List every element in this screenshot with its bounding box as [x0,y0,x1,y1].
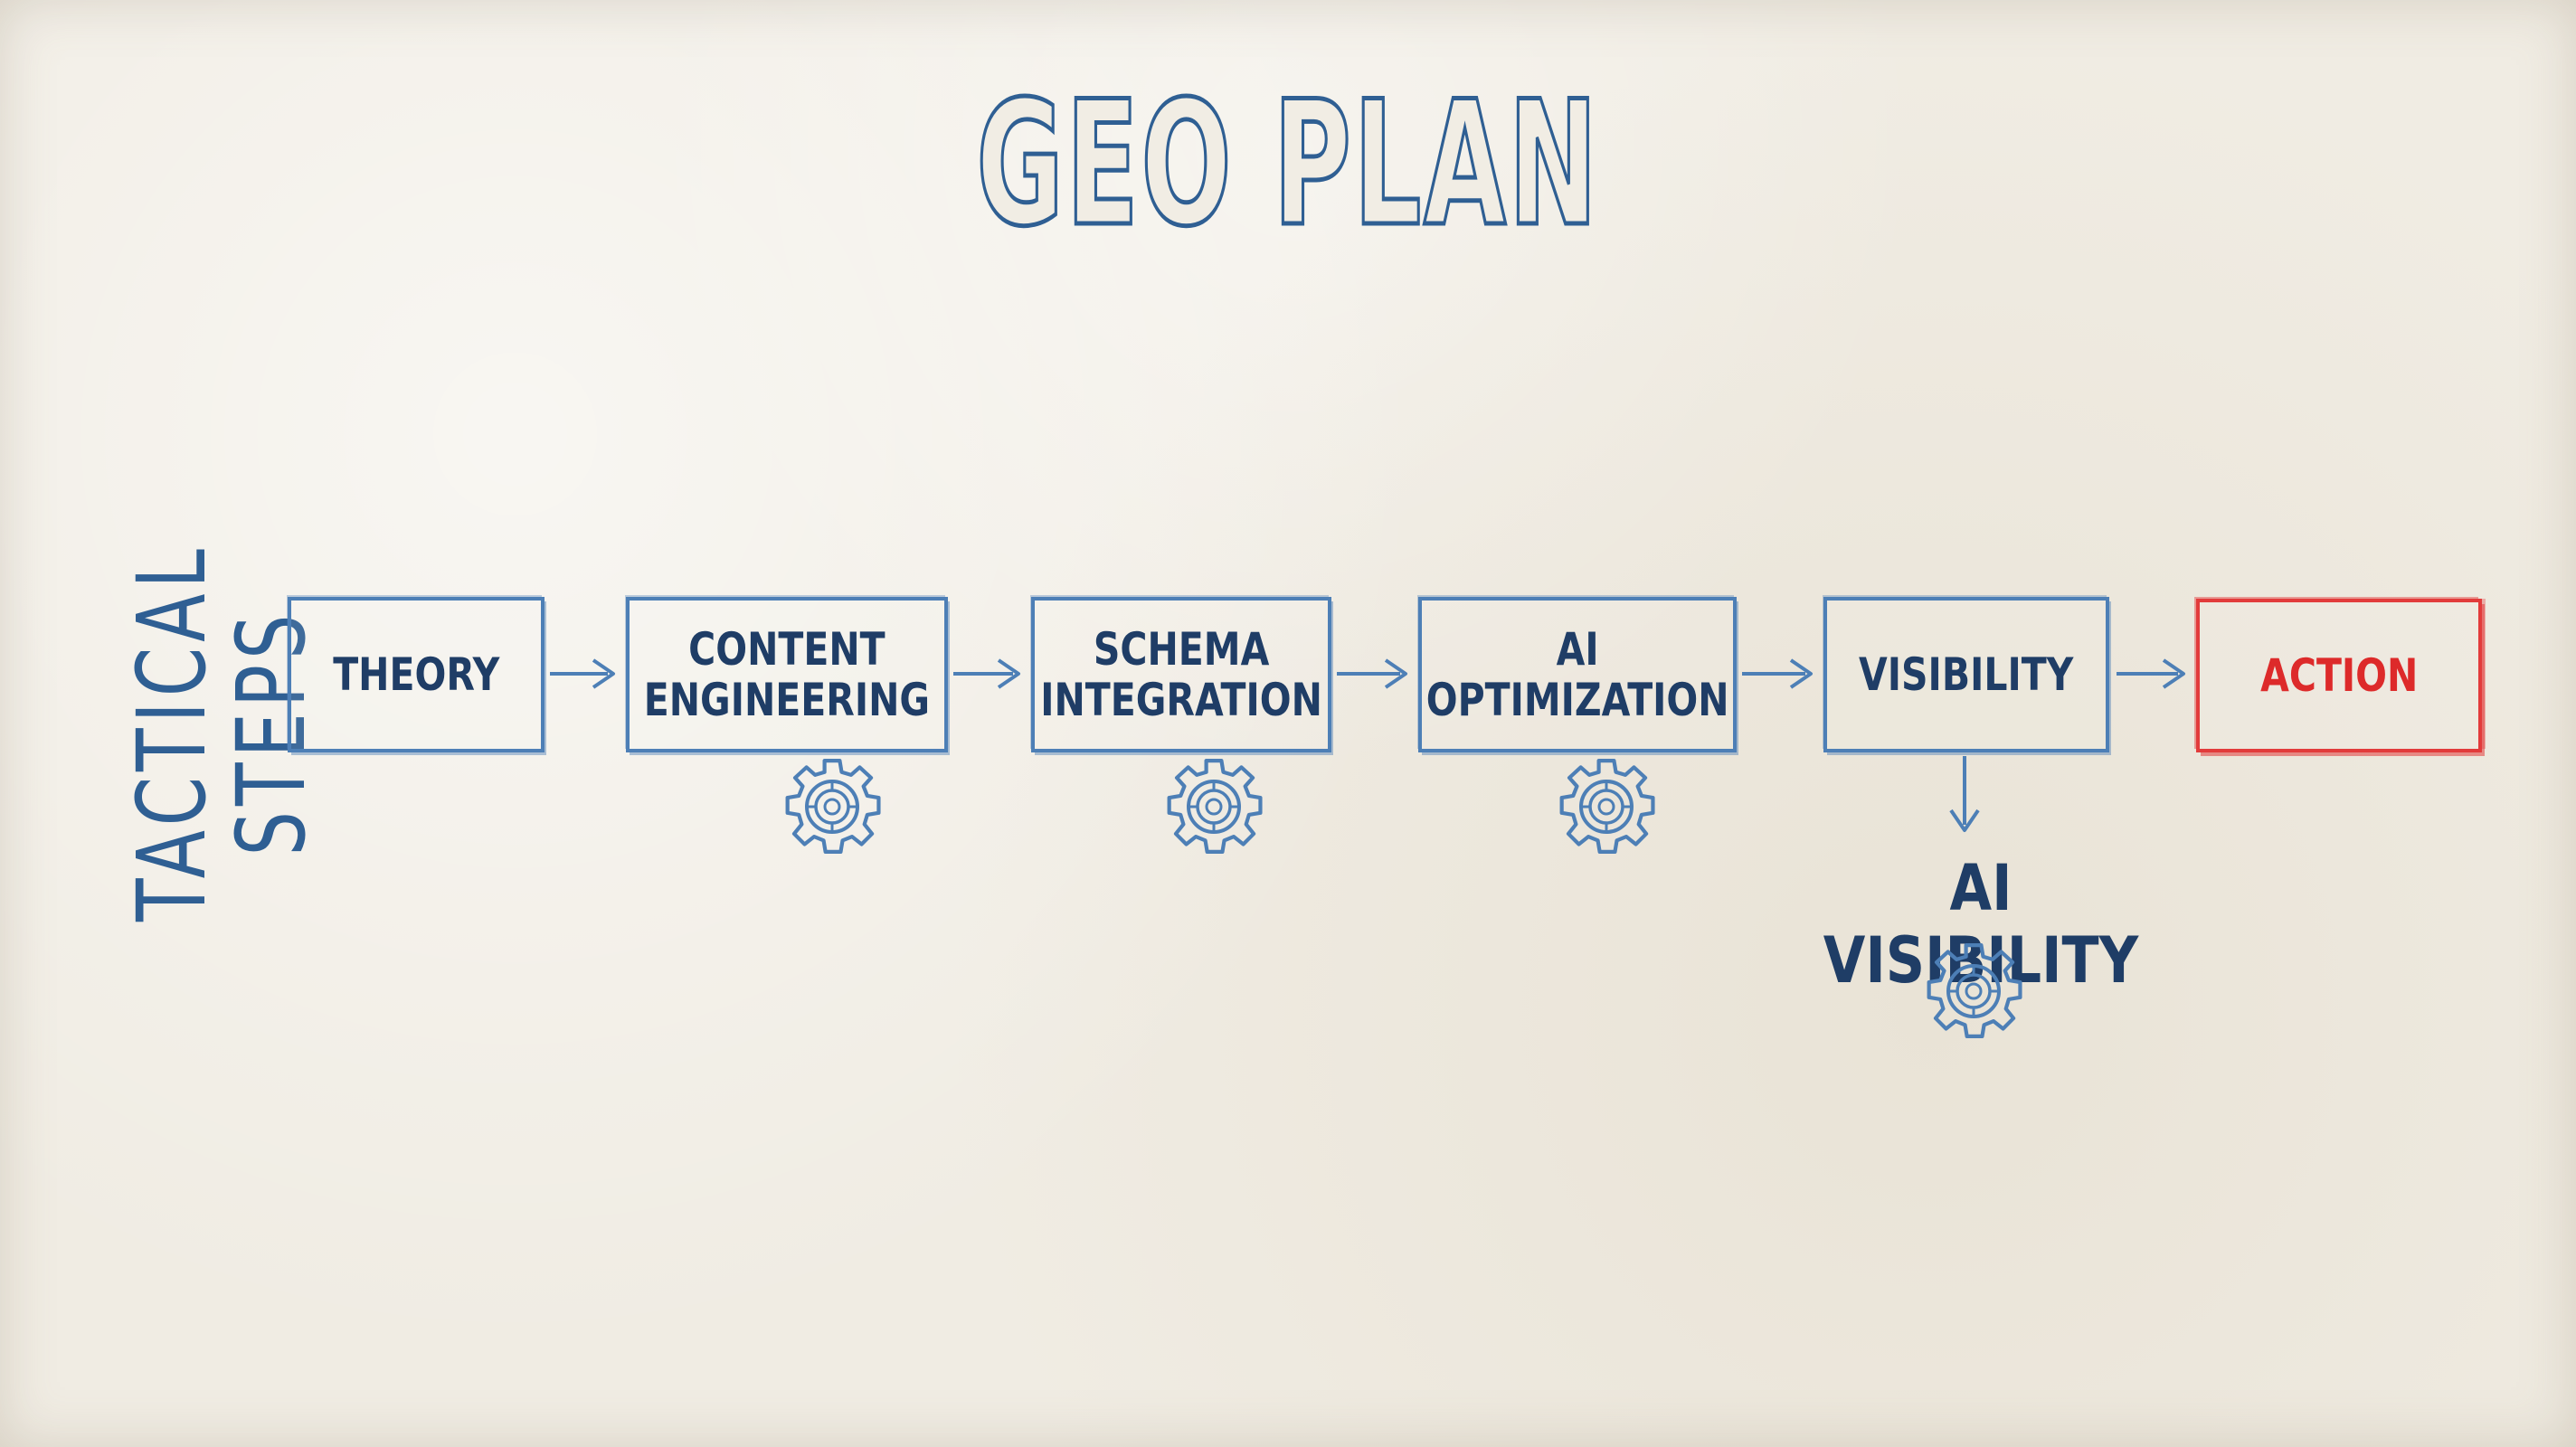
step-action: ACTION [2196,599,2482,752]
step-label: CONTENT ENGINEERING [643,623,931,726]
arrow-content-to-schema [953,658,1020,689]
arrow-schema-to-ai [1337,658,1407,689]
step-visibility: VISIBILITY [1823,597,2109,752]
step-label: ACTION [2259,649,2419,702]
step-theory: THEORY [288,597,545,752]
branch-label-text: AI VISIBILITY [1823,851,2139,998]
arrow-visibility-to-branch [1949,756,1980,832]
gear-icon [785,759,881,854]
step-label: VISIBILITY [1859,648,2074,701]
gear-icon [1927,943,2022,1038]
gear-icon [1167,759,1263,854]
arrow-visibility-to-action [2117,658,2185,689]
arrow-theory-to-content [550,658,615,689]
gear-icon [1559,759,1655,854]
branch-label: AI VISIBILITY [1773,852,2189,997]
arrow-ai-to-visibility [1742,658,1813,689]
step-label: AI OPTIMIZATION [1425,623,1729,726]
step-label: SCHEMA INTEGRATION [1040,623,1322,726]
step-schema-integration: SCHEMA INTEGRATION [1031,597,1331,752]
step-ai-optimization: AI OPTIMIZATION [1418,597,1737,752]
page-title: GEO PLAN [975,64,1600,264]
step-content-engineering: CONTENT ENGINEERING [626,597,948,752]
step-label: THEORY [332,648,500,701]
